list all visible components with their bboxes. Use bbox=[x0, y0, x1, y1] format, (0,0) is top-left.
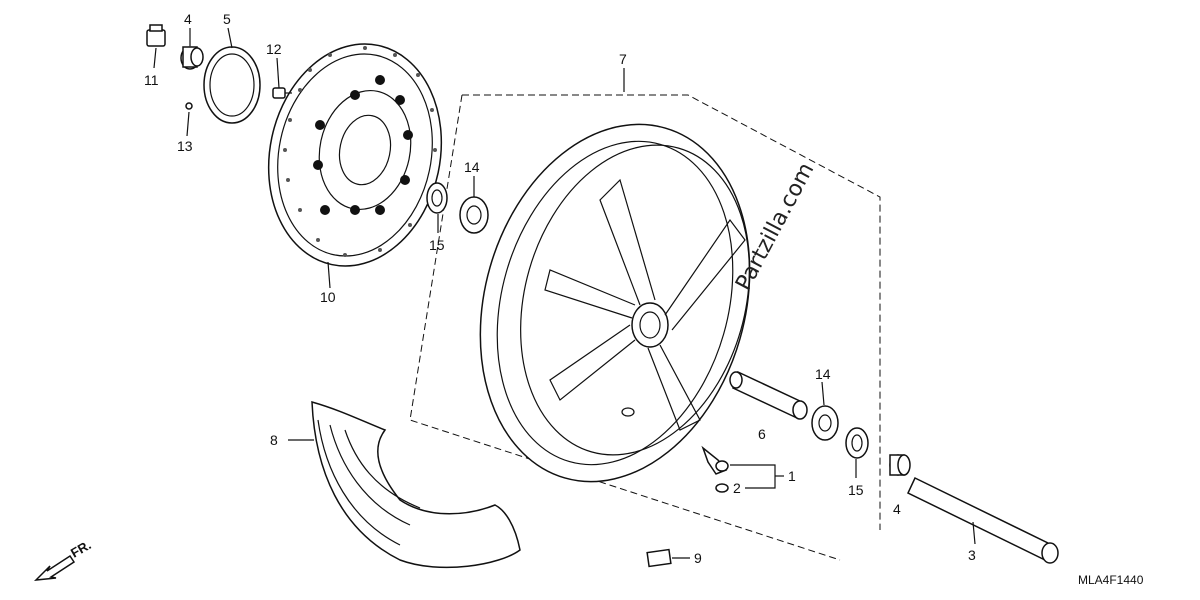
callout-15-right: 15 bbox=[848, 482, 864, 498]
front-direction-indicator: FR. bbox=[33, 537, 94, 581]
dust-seal-right[interactable] bbox=[845, 427, 869, 459]
callout-14-right: 14 bbox=[815, 366, 831, 382]
tire[interactable] bbox=[311, 400, 521, 569]
front-axle[interactable] bbox=[907, 476, 1059, 564]
callout-4-top: 4 bbox=[184, 11, 192, 27]
direction-label: FR. bbox=[68, 537, 94, 560]
callout-10: 10 bbox=[320, 289, 336, 305]
brake-disc[interactable] bbox=[249, 28, 462, 282]
callout-6: 6 bbox=[758, 426, 766, 442]
valve-stem[interactable] bbox=[701, 445, 729, 475]
callout-13: 13 bbox=[177, 138, 193, 154]
diagram-code: MLA4F1440 bbox=[1078, 573, 1144, 587]
bearing-left[interactable] bbox=[459, 196, 489, 234]
callout-1: 1 bbox=[788, 468, 796, 484]
callout-2: 2 bbox=[733, 480, 741, 496]
callout-5: 5 bbox=[223, 11, 231, 27]
assembly-boundary bbox=[409, 94, 881, 561]
balance-weight[interactable] bbox=[646, 548, 672, 568]
bearing-right[interactable] bbox=[811, 405, 839, 441]
o-ring[interactable] bbox=[715, 483, 729, 493]
disc-bolt[interactable] bbox=[146, 24, 166, 47]
callout-8: 8 bbox=[270, 432, 278, 448]
dust-seal-left[interactable] bbox=[426, 182, 448, 214]
callout-11: 11 bbox=[144, 72, 159, 88]
callout-9: 9 bbox=[694, 550, 702, 566]
collar-top[interactable] bbox=[180, 46, 204, 70]
callout-3: 3 bbox=[968, 547, 976, 563]
leader-lines bbox=[153, 27, 976, 559]
callout-12: 12 bbox=[266, 41, 282, 57]
wheel-rim[interactable] bbox=[440, 92, 790, 514]
callout-labels: 11 4 5 12 13 10 14 15 7 8 1 2 6 14 15 4 … bbox=[144, 11, 976, 566]
callout-14-left: 14 bbox=[464, 159, 480, 175]
callout-15-left: 15 bbox=[429, 237, 445, 253]
direction-arrow-icon bbox=[33, 554, 76, 581]
collar-right[interactable] bbox=[889, 454, 911, 476]
pulser-ring[interactable] bbox=[203, 46, 261, 124]
distance-collar[interactable] bbox=[729, 370, 808, 420]
callout-7: 7 bbox=[619, 51, 627, 67]
small-screw[interactable] bbox=[185, 102, 193, 110]
callout-4-right: 4 bbox=[893, 501, 901, 517]
